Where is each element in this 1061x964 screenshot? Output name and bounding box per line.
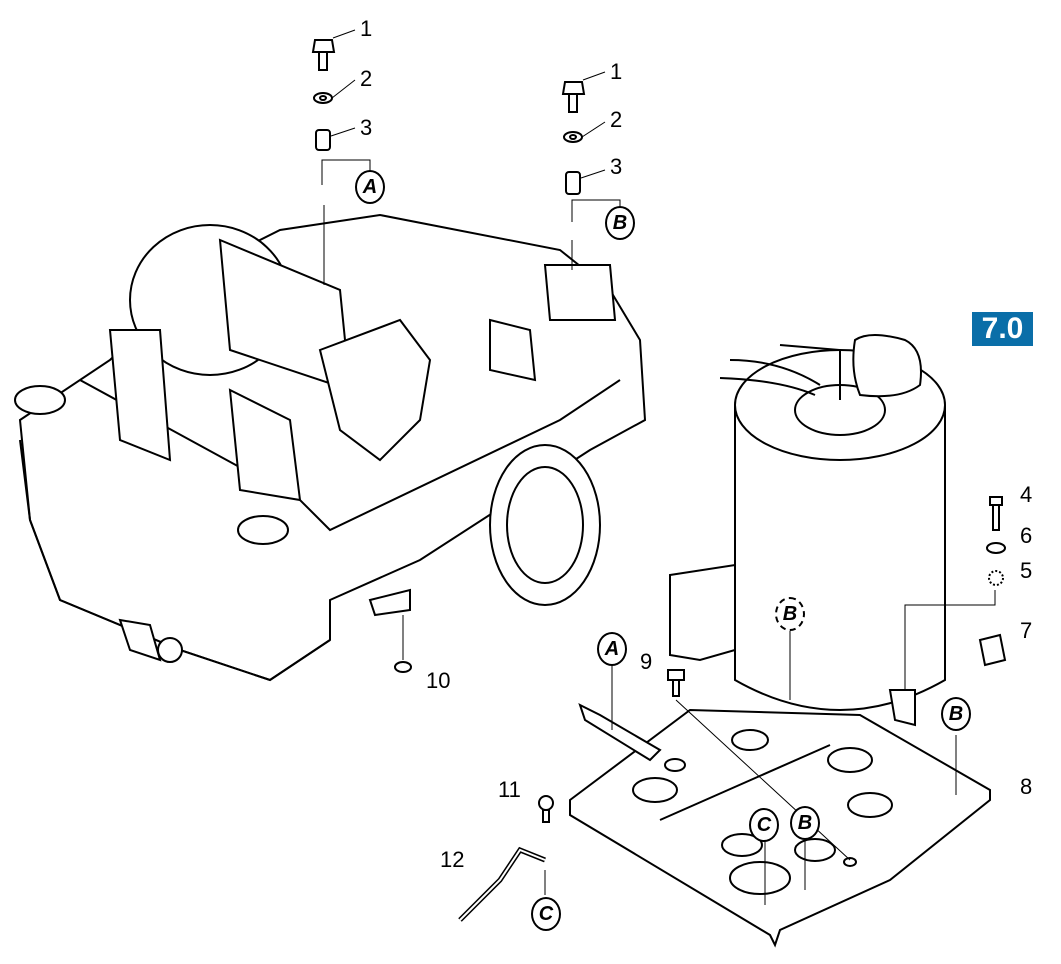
part-number-2: 2 <box>360 66 373 91</box>
reference-marker-a: A <box>355 170 385 204</box>
bolt-set-b <box>561 71 621 270</box>
part-number-2: 2 <box>610 107 623 132</box>
part-number-4: 4 <box>1020 482 1033 507</box>
part-number-6: 6 <box>1020 523 1033 548</box>
boiler-tank <box>669 334 996 727</box>
reference-marker-b: B <box>941 697 971 731</box>
part-number-5: 5 <box>1020 558 1033 583</box>
part-number-8: 8 <box>1020 774 1033 799</box>
machine-housing <box>14 213 647 682</box>
reference-marker-c: C <box>531 897 561 931</box>
part-number-12: 12 <box>440 847 465 872</box>
reference-marker-a: A <box>597 632 627 666</box>
part-number-3: 3 <box>610 154 623 179</box>
part-number-9: 9 <box>640 649 653 674</box>
small-parts <box>394 496 1007 922</box>
reference-marker-c: C <box>749 808 779 842</box>
part-number-10: 10 <box>426 668 451 693</box>
reference-marker-b: B <box>775 597 805 631</box>
reference-marker-b: B <box>605 206 635 240</box>
part-number-11: 11 <box>498 777 521 802</box>
base-plate <box>569 703 991 948</box>
part-number-1: 1 <box>610 59 623 84</box>
bolt-set-a <box>311 29 371 285</box>
part-number-7: 7 <box>1020 618 1033 643</box>
part-number-1: 1 <box>360 16 373 41</box>
reference-marker-b: B <box>790 806 820 840</box>
part-number-3: 3 <box>360 115 373 140</box>
section-badge: 7.0 <box>972 312 1033 346</box>
